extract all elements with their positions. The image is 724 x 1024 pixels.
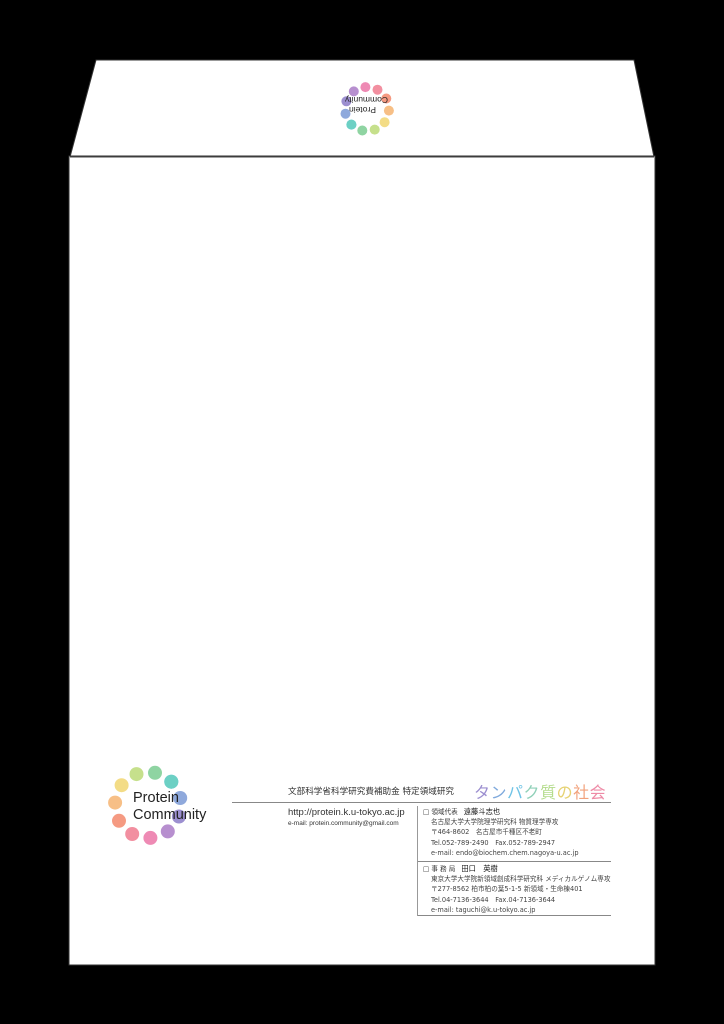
logo-line2: Community (133, 807, 207, 823)
flap-logo-dot (346, 119, 357, 130)
logo-dot (129, 767, 144, 782)
logo-dot (164, 774, 179, 789)
project-title: タンパク質の社会 (474, 779, 606, 803)
logo-dots (108, 765, 188, 845)
office-block: □ 事 務 局田口 英樹 東京大学大学院新領域創成科学研究科 メディカルゲノム専… (423, 864, 610, 915)
footer-rule (418, 915, 611, 916)
logo-dot (125, 827, 140, 841)
flap-logo-dot (357, 125, 368, 136)
logo-dot (114, 778, 129, 793)
flap-logo-dot (360, 82, 371, 93)
logo-text: Protein Community (133, 790, 206, 824)
project-title-char: タ (474, 783, 491, 802)
office-line: Tel.04-7136-3644 Fax.04-7136-3644 (431, 895, 556, 904)
rep-label: □ 領域代表 (423, 808, 458, 816)
logo-dot (143, 830, 158, 845)
office-line: 〒277-8562 柏市柏の葉5-1-5 新領域・生命棟401 (431, 885, 583, 894)
grant-text: 文部科学省科学研究費補助金 特定領域研究 (288, 787, 455, 797)
flap-logo-dot (341, 96, 352, 107)
flap-logo-dots (340, 82, 394, 136)
office-label: □ 事 務 局 (423, 865, 456, 873)
project-title-char: の (556, 783, 574, 802)
project-title-char: ン (490, 783, 508, 802)
project-title-char: 社 (573, 783, 590, 802)
project-title-char: 会 (589, 783, 607, 802)
logo-dot (108, 795, 123, 810)
rep-line: 名古屋大学大学院理学研究科 物質理学専攻 (431, 818, 559, 827)
flap-logo-dot (379, 117, 390, 128)
flap-logo-dot (348, 86, 359, 97)
rep-line: Tel.052-789-2490 Fax.052-789-2947 (431, 838, 556, 847)
office-email[interactable]: e-mail: taguchi@k.u-tokyo.ac.jp (431, 905, 536, 914)
flap-logo-line2: Community (345, 95, 388, 106)
project-title-char: 質 (540, 783, 557, 802)
logo-dot (160, 824, 175, 839)
rep-line: 〒464-8602 名古屋市千種区不老町 (431, 828, 542, 837)
community-email[interactable]: e-mail: protein.community@gmail.com (288, 820, 399, 827)
flap-logo-text: Protein Community (322, 95, 388, 116)
contact-divider (417, 806, 418, 916)
logo-line1: Protein (133, 790, 179, 806)
contact-rule (418, 861, 611, 862)
project-title-char: パ (507, 783, 524, 802)
rep-email[interactable]: e-mail: endo@biochem.chem.nagoya-u.ac.jp (431, 848, 579, 857)
flap-logo-dot (340, 108, 351, 119)
logo-dot (173, 791, 188, 805)
flap-logo-dot (372, 84, 383, 95)
flap-logo-dot (383, 105, 394, 116)
logo-dot (148, 765, 162, 780)
website-url[interactable]: http://protein.k.u-tokyo.ac.jp (288, 807, 405, 818)
office-line: 東京大学大学院新領域創成科学研究科 メディカルゲノム専攻 (431, 875, 611, 884)
flap-logo-dot (381, 93, 392, 104)
rep-name: 遠藤斗志也 (463, 807, 501, 816)
logo-dot (171, 809, 186, 824)
logo-dot (112, 813, 126, 828)
project-title-char: ク (523, 783, 541, 802)
office-name: 田口 英樹 (461, 864, 498, 873)
header-rule (232, 802, 611, 803)
flap-logo-dot (369, 124, 380, 135)
representative-block: □ 領域代表遠藤斗志也 名古屋大学大学院理学研究科 物質理学専攻 〒464-86… (423, 807, 579, 858)
flap-logo-line1: Protein (349, 105, 376, 115)
